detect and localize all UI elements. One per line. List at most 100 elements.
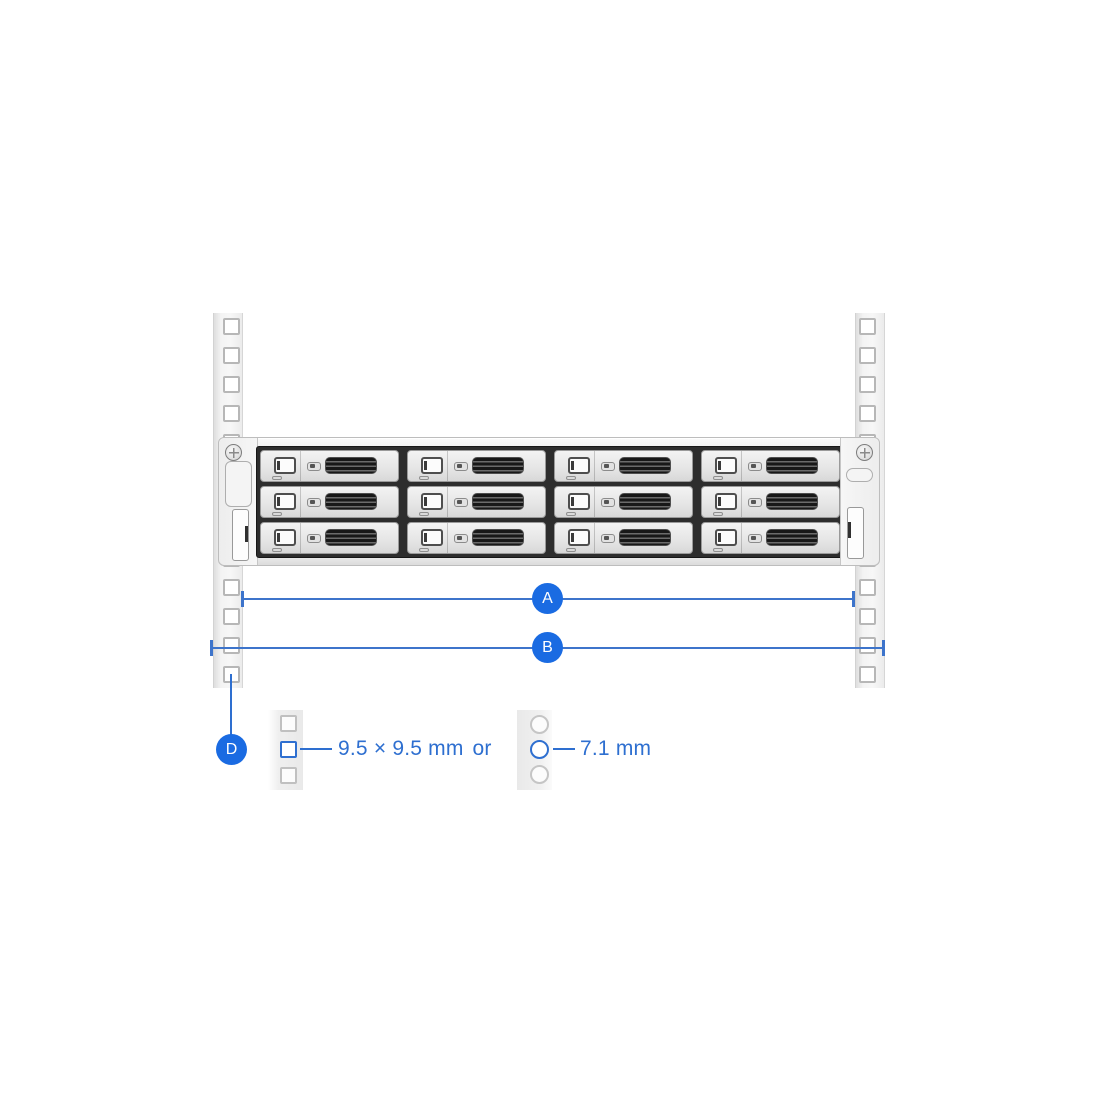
drive-lock-icon [748, 498, 762, 507]
drive-lock-icon [454, 534, 468, 543]
detail-post-square-holes [268, 710, 303, 790]
rack-latch-left [232, 509, 249, 561]
rack-hole [223, 405, 240, 422]
tray-latch-button [715, 457, 737, 474]
drive-led [272, 548, 282, 552]
ear-pad [225, 461, 252, 507]
tray-seam [447, 487, 448, 517]
dimension-tick [852, 591, 855, 607]
drive-lock-icon [307, 534, 321, 543]
detail-post-round-holes [517, 710, 552, 790]
dimension-tick [210, 640, 213, 656]
drive-led [419, 512, 429, 516]
drive-lock-icon [601, 534, 615, 543]
drive-led [713, 512, 723, 516]
callout-line-d [230, 674, 232, 735]
mount-ear-right [840, 438, 879, 565]
callout-badge-d: D [216, 734, 247, 765]
drive-tray [407, 486, 546, 518]
tray-latch-button [274, 457, 296, 474]
round-hole-dimension-label: 7.1 mm [580, 737, 652, 760]
tray-latch-button [274, 493, 296, 510]
drive-tray [701, 486, 840, 518]
detail-square-hole [280, 715, 297, 732]
detail-round-hole-highlighted [530, 740, 549, 759]
dimension-badge-b: B [532, 632, 563, 663]
square-hole-dimension-label: 9.5 × 9.5 mm [338, 737, 464, 760]
drive-lock-icon [748, 462, 762, 471]
or-label: or [472, 737, 492, 760]
detail-round-hole [530, 715, 549, 734]
rack-hole [859, 637, 876, 654]
dimension-badge-a: A [532, 583, 563, 614]
drive-led [419, 476, 429, 480]
tray-seam [741, 487, 742, 517]
drive-vent-grille [472, 529, 524, 546]
tray-seam [300, 451, 301, 481]
rack-latch-right [847, 507, 864, 559]
tray-latch-button [568, 457, 590, 474]
rack-hole [859, 318, 876, 335]
drive-vent-grille [325, 493, 377, 510]
rack-hole [223, 608, 240, 625]
thumbscrew-icon [225, 444, 242, 461]
drive-vent-grille [766, 529, 818, 546]
rack-hole [859, 347, 876, 364]
detail-round-hole [530, 765, 549, 784]
drive-vent-grille [472, 457, 524, 474]
leader-line [553, 748, 575, 750]
drive-lock-icon [601, 462, 615, 471]
drive-led [566, 476, 576, 480]
mount-ear-left [219, 438, 258, 565]
tray-latch-button [421, 457, 443, 474]
nas-chassis [218, 437, 880, 566]
drive-led [272, 476, 282, 480]
tray-seam [594, 487, 595, 517]
drive-tray [554, 522, 693, 554]
tray-latch-button [568, 529, 590, 546]
dimension-tick [241, 591, 244, 607]
tray-latch-button [715, 493, 737, 510]
drive-tray [260, 450, 399, 482]
rack-hole [223, 347, 240, 364]
drive-lock-icon [454, 498, 468, 507]
drive-lock-icon [601, 498, 615, 507]
drive-tray [554, 450, 693, 482]
tray-seam [300, 523, 301, 553]
tray-seam [741, 523, 742, 553]
drive-vent-grille [766, 457, 818, 474]
drive-tray [407, 522, 546, 554]
drive-tray [260, 522, 399, 554]
drive-led [566, 548, 576, 552]
detail-square-hole [280, 767, 297, 784]
drive-vent-grille [619, 493, 671, 510]
drive-vent-grille [619, 529, 671, 546]
drive-lock-icon [748, 534, 762, 543]
rack-hole [223, 579, 240, 596]
drive-led [713, 476, 723, 480]
tray-seam [447, 523, 448, 553]
tray-seam [594, 451, 595, 481]
rack-hole [859, 666, 876, 683]
drive-lock-icon [307, 498, 321, 507]
drive-tray [407, 450, 546, 482]
tray-latch-button [568, 493, 590, 510]
drive-vent-grille [325, 529, 377, 546]
rack-hole [223, 637, 240, 654]
rack-hole [859, 579, 876, 596]
tray-latch-button [715, 529, 737, 546]
drive-lock-icon [454, 462, 468, 471]
drive-lock-icon [307, 462, 321, 471]
drive-led [566, 512, 576, 516]
thumbscrew-icon [856, 444, 873, 461]
drive-tray [701, 450, 840, 482]
drive-tray [260, 486, 399, 518]
rack-hole [223, 376, 240, 393]
drive-vent-grille [325, 457, 377, 474]
drive-led [272, 512, 282, 516]
drive-led [713, 548, 723, 552]
drive-vent-grille [619, 457, 671, 474]
tray-seam [300, 487, 301, 517]
rack-hole [859, 608, 876, 625]
